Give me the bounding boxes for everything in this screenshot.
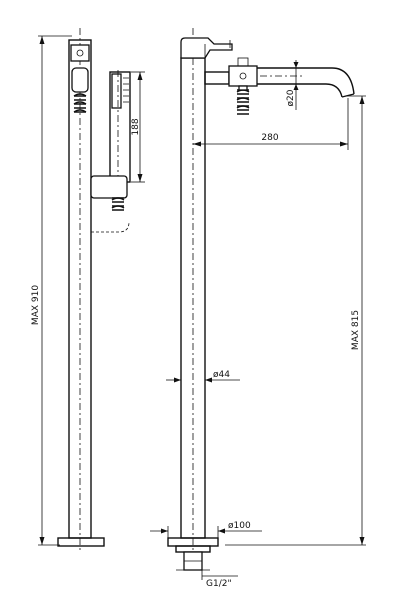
arrow-head [137,174,143,182]
shower-holder [71,67,89,93]
spout-lower [257,83,343,98]
shower-hose-knurl [111,197,125,209]
diverter-block [228,65,258,87]
arrow-head [293,84,299,90]
arrow-head [39,36,45,44]
arrow-head [137,72,143,80]
arrow-head [174,377,181,383]
arrow-head [39,537,45,545]
arrow-head [193,141,201,147]
spout-upper [257,67,355,95]
arrow-head [218,528,225,534]
shower-collar [90,175,128,199]
spray-face [123,77,129,103]
arrow-head [359,537,365,545]
mixer-lever [180,37,233,59]
arrow-head [161,528,168,534]
hose-hidden-line [91,221,130,233]
spout-arm [204,71,230,85]
arrow-head [340,141,348,147]
spout-outlet [341,93,355,98]
dim-280-label: 280 [261,133,278,143]
hose-nut [238,85,248,91]
thread-label: G1/2" [206,579,232,589]
dim-o20-label: ø20 [286,89,296,106]
arrow-head [293,62,299,68]
hose-connector-thread [74,95,86,113]
lever-block [70,44,90,62]
right-front-view: ø20 280 MAX 815 ø44 ø100 [150,28,366,589]
dim-188-label: 188 [131,118,141,135]
arrow-head [359,96,365,104]
base-plate-left [57,537,105,547]
hand-shower-head [111,73,122,109]
hose-connector-knurl [73,93,87,113]
lever-screw [76,49,84,57]
arrow-head [205,377,212,383]
shower-hose-thread [112,197,124,211]
spout-hose-thread [237,89,249,115]
dim-o100-label: ø100 [228,521,251,531]
diverter-knob [239,72,247,80]
diverter-top [237,57,249,67]
max-815-label: MAX 815 [351,310,361,350]
left-side-view: MAX 910 188 [31,28,145,552]
dim-o44-label: ø44 [213,370,230,380]
max-910-label: MAX 910 [31,285,41,325]
